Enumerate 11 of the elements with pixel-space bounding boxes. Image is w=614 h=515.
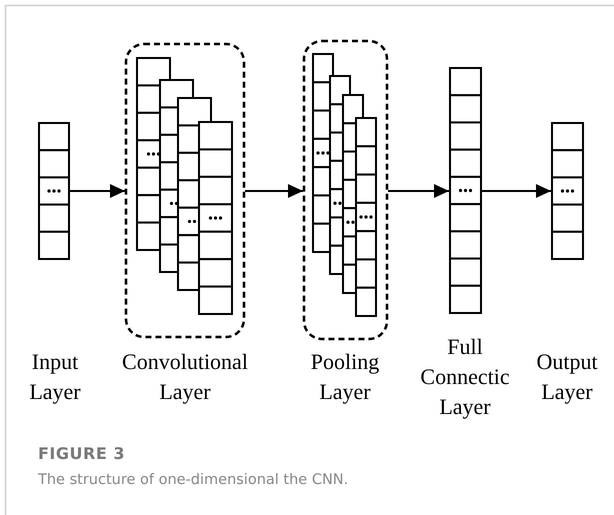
arrow: [70, 184, 125, 198]
arrow: [388, 184, 449, 198]
arrow: [482, 184, 551, 198]
layer-label: Pooling Layer: [310, 348, 380, 406]
layer-label: Full Connectic Layer: [419, 333, 511, 421]
layer-label: Convolutional Layer: [121, 348, 249, 406]
arrow: [245, 184, 303, 198]
layer-label: Input Layer: [28, 348, 82, 406]
layer-label: Output Layer: [535, 348, 599, 406]
figure-number: FIGURE 3: [38, 444, 125, 463]
figure-caption: The structure of one-dimensional the CNN.: [38, 472, 348, 488]
